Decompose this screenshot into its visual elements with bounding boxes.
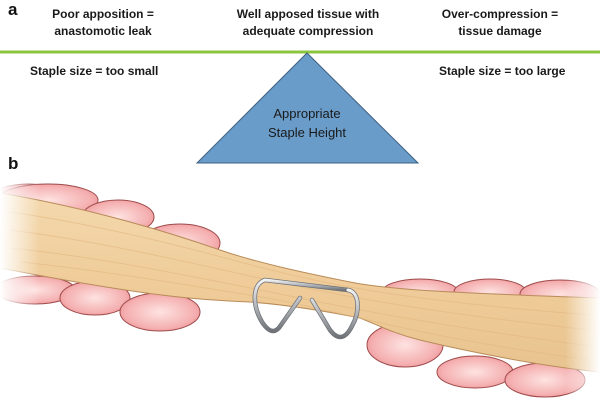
fade-right: [565, 275, 600, 395]
side-label-too-large: Staple size = too large: [439, 64, 566, 78]
panel-b-label: b: [8, 154, 19, 173]
caption-poor-apposition: Poor apposition = anastomotic leak: [28, 6, 178, 40]
caption-line: Over-compression =: [441, 7, 559, 21]
fulcrum-label: Appropriate Staple Height: [232, 104, 382, 142]
panel-a-label: a: [8, 0, 18, 19]
caption-well-apposed: Well apposed tissue with adequate compre…: [218, 6, 398, 40]
fade-left: [0, 178, 40, 308]
caption-line: Poor apposition =: [52, 7, 154, 21]
caption-line: Well apposed tissue with: [236, 7, 380, 21]
staple-icon: [252, 277, 360, 340]
caption-line: adequate compression: [242, 24, 374, 38]
caption-line: tissue damage: [458, 24, 542, 38]
caption-over-compression: Over-compression = tissue damage: [420, 6, 580, 40]
fulcrum-label-line: Appropriate: [273, 106, 341, 121]
caption-line: anastomotic leak: [54, 24, 152, 38]
fulcrum-label-line: Staple Height: [267, 125, 347, 140]
side-label-too-small: Staple size = too small: [30, 64, 159, 78]
fulcrum-triangle: [195, 52, 420, 164]
tissue-fibers: [9, 211, 591, 361]
